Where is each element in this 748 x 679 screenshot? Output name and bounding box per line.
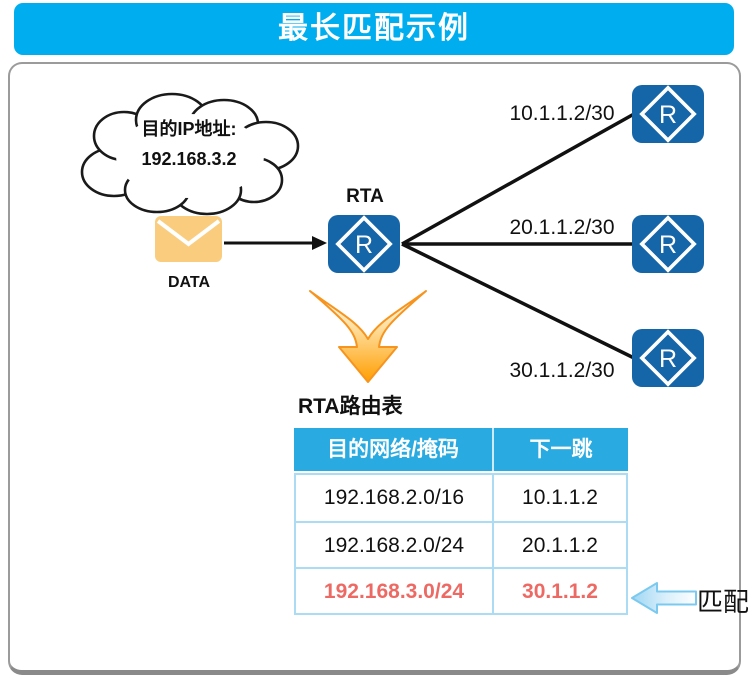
table-row: 192.168.2.0/24 20.1.1.2 [296,521,626,567]
router-diamond [639,85,697,143]
cell-next-hop: 10.1.1.2 [522,486,598,509]
cell-destination: 192.168.2.0/16 [296,475,494,521]
connector-lines [224,112,635,360]
link-line-3 [401,242,635,360]
link-label-2: 20.1.1.2/30 [509,216,615,239]
router-diamond [639,329,697,387]
cloud-dest-label: 目的IP地址: [141,119,237,139]
router-icon-letter: R [659,231,677,259]
col-header-next-hop: 下一跳 [529,438,593,461]
table-row: 192.168.2.0/16 10.1.1.2 [296,475,626,521]
router-icon: R [639,215,697,273]
router-diamond [335,215,393,273]
routing-table: 目的网络/掩码 下一跳 192.168.2.0/16 10.1.1.2 192.… [294,428,628,615]
router-icon-letter: R [355,231,373,259]
router-icon: R [639,85,697,143]
cell-next-hop: 20.1.1.2 [522,534,598,557]
match-label: 匹配 [697,587,748,617]
page-title: 最长匹配示例 [278,12,470,45]
envelope-icon [155,216,222,262]
router-diamond [639,215,697,273]
envelope-flap [156,219,221,247]
arrowhead-icon [312,236,327,250]
cloud-icon [80,92,300,216]
routing-table-body: 192.168.2.0/16 10.1.1.2 192.168.2.0/24 2… [294,473,628,615]
destination-cloud: 目的IP地址: 192.168.3.2 [72,84,306,228]
link-label-1: 10.1.1.2/30 [509,102,615,125]
down-arrow-icon [309,290,427,383]
rta-label: RTA [346,186,384,207]
router-icon-letter: R [659,101,677,129]
match-arrow-icon [631,582,697,614]
packet-label: DATA [167,274,211,291]
routing-table-title: RTA路由表 [298,395,403,418]
routing-table-header: 目的网络/掩码 下一跳 [294,428,628,471]
cell-destination: 192.168.3.0/24 [296,569,494,613]
cell-destination: 192.168.2.0/24 [296,523,494,567]
router-3: R [632,329,704,387]
router-icon: R [639,329,697,387]
router-icon-letter: R [659,345,677,373]
col-header-destination: 目的网络/掩码 [294,428,494,471]
table-row-matched: 192.168.3.0/24 30.1.1.2 [296,567,626,613]
router-icon: R [335,215,393,273]
cloud-dest-ip: 192.168.3.2 [141,149,237,169]
cell-next-hop: 30.1.1.2 [522,580,598,603]
router-2: R [632,215,704,273]
router-rta: R [328,215,400,273]
router-1: R [632,85,704,143]
link-line-1 [401,112,635,246]
link-label-3: 30.1.1.2/30 [509,359,615,382]
diagram-canvas: 目的IP地址: 192.168.3.2 DATA RTA R 10.1.1.2/… [8,62,748,675]
title-bar: 最长匹配示例 [14,3,734,55]
